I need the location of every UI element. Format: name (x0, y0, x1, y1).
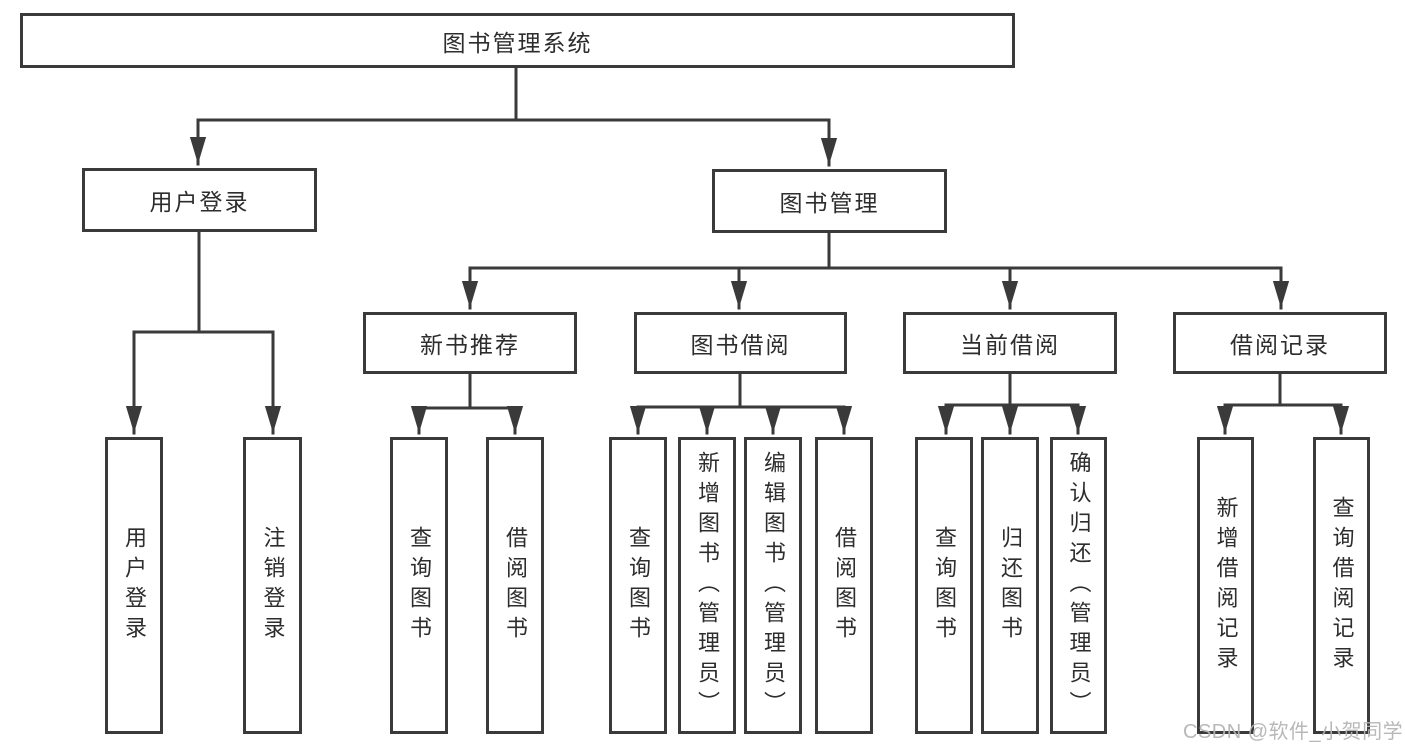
leaf-query-books-borrowing: 查询图书 (609, 437, 667, 734)
node-book-management-label: 图书管理 (779, 190, 880, 216)
leaf-add-books-admin-label: 新增图书（管理员） (695, 450, 720, 721)
leaf-query-books-current: 查询图书 (915, 437, 973, 734)
leaf-borrow-books-borrowing: 借阅图书 (815, 437, 873, 734)
leaf-return-books: 归还图书 (981, 437, 1039, 734)
node-user-login-label: 用户登录 (149, 189, 250, 215)
leaf-edit-books-admin: 编辑图书（管理员） (744, 437, 802, 734)
leaf-query-borrow-record-label: 查询借阅记录 (1329, 495, 1355, 676)
node-root-label: 图书管理系统 (442, 29, 593, 56)
node-user-login: 用户登录 (82, 168, 317, 232)
leaf-confirm-return-admin: 确认归还（管理员） (1050, 437, 1107, 734)
node-book-management: 图书管理 (712, 169, 947, 233)
node-new-book-recommend-label: 新书推荐 (420, 332, 520, 358)
leaf-query-books-borrowing-label: 查询图书 (626, 525, 651, 646)
leaf-query-books-recommend: 查询图书 (390, 437, 448, 734)
node-root: 图书管理系统 (20, 13, 1015, 68)
node-book-borrowing-label: 图书借阅 (690, 332, 791, 358)
node-current-borrowing-label: 当前借阅 (960, 332, 1060, 358)
leaf-edit-books-admin-label: 编辑图书（管理员） (761, 450, 786, 721)
leaf-query-books-recommend-label: 查询图书 (407, 525, 432, 646)
node-borrowing-records: 借阅记录 (1173, 312, 1387, 374)
leaf-logout: 注销登录 (243, 437, 302, 734)
leaf-query-books-current-label: 查询图书 (932, 525, 957, 646)
node-current-borrowing: 当前借阅 (903, 312, 1117, 374)
leaf-add-books-admin: 新增图书（管理员） (678, 437, 736, 734)
leaf-user-login-label: 用户登录 (122, 525, 147, 646)
leaf-logout-label: 注销登录 (260, 525, 286, 646)
node-book-borrowing: 图书借阅 (634, 312, 847, 374)
node-new-book-recommend: 新书推荐 (363, 312, 577, 374)
leaf-user-login: 用户登录 (105, 437, 163, 734)
leaf-borrow-books-recommend-label: 借阅图书 (503, 525, 528, 646)
leaf-confirm-return-admin-label: 确认归还（管理员） (1066, 450, 1092, 721)
leaf-borrow-books-borrowing-label: 借阅图书 (832, 525, 857, 646)
leaf-return-books-label: 归还图书 (998, 525, 1023, 646)
watermark: CSDN @软件_小贺同学 (1183, 721, 1404, 743)
leaf-query-borrow-record: 查询借阅记录 (1313, 437, 1370, 734)
node-borrowing-records-label: 借阅记录 (1230, 332, 1330, 358)
leaf-add-borrow-record: 新增借阅记录 (1197, 437, 1254, 734)
leaf-borrow-books-recommend: 借阅图书 (486, 437, 544, 734)
leaf-add-borrow-record-label: 新增借阅记录 (1213, 495, 1239, 676)
